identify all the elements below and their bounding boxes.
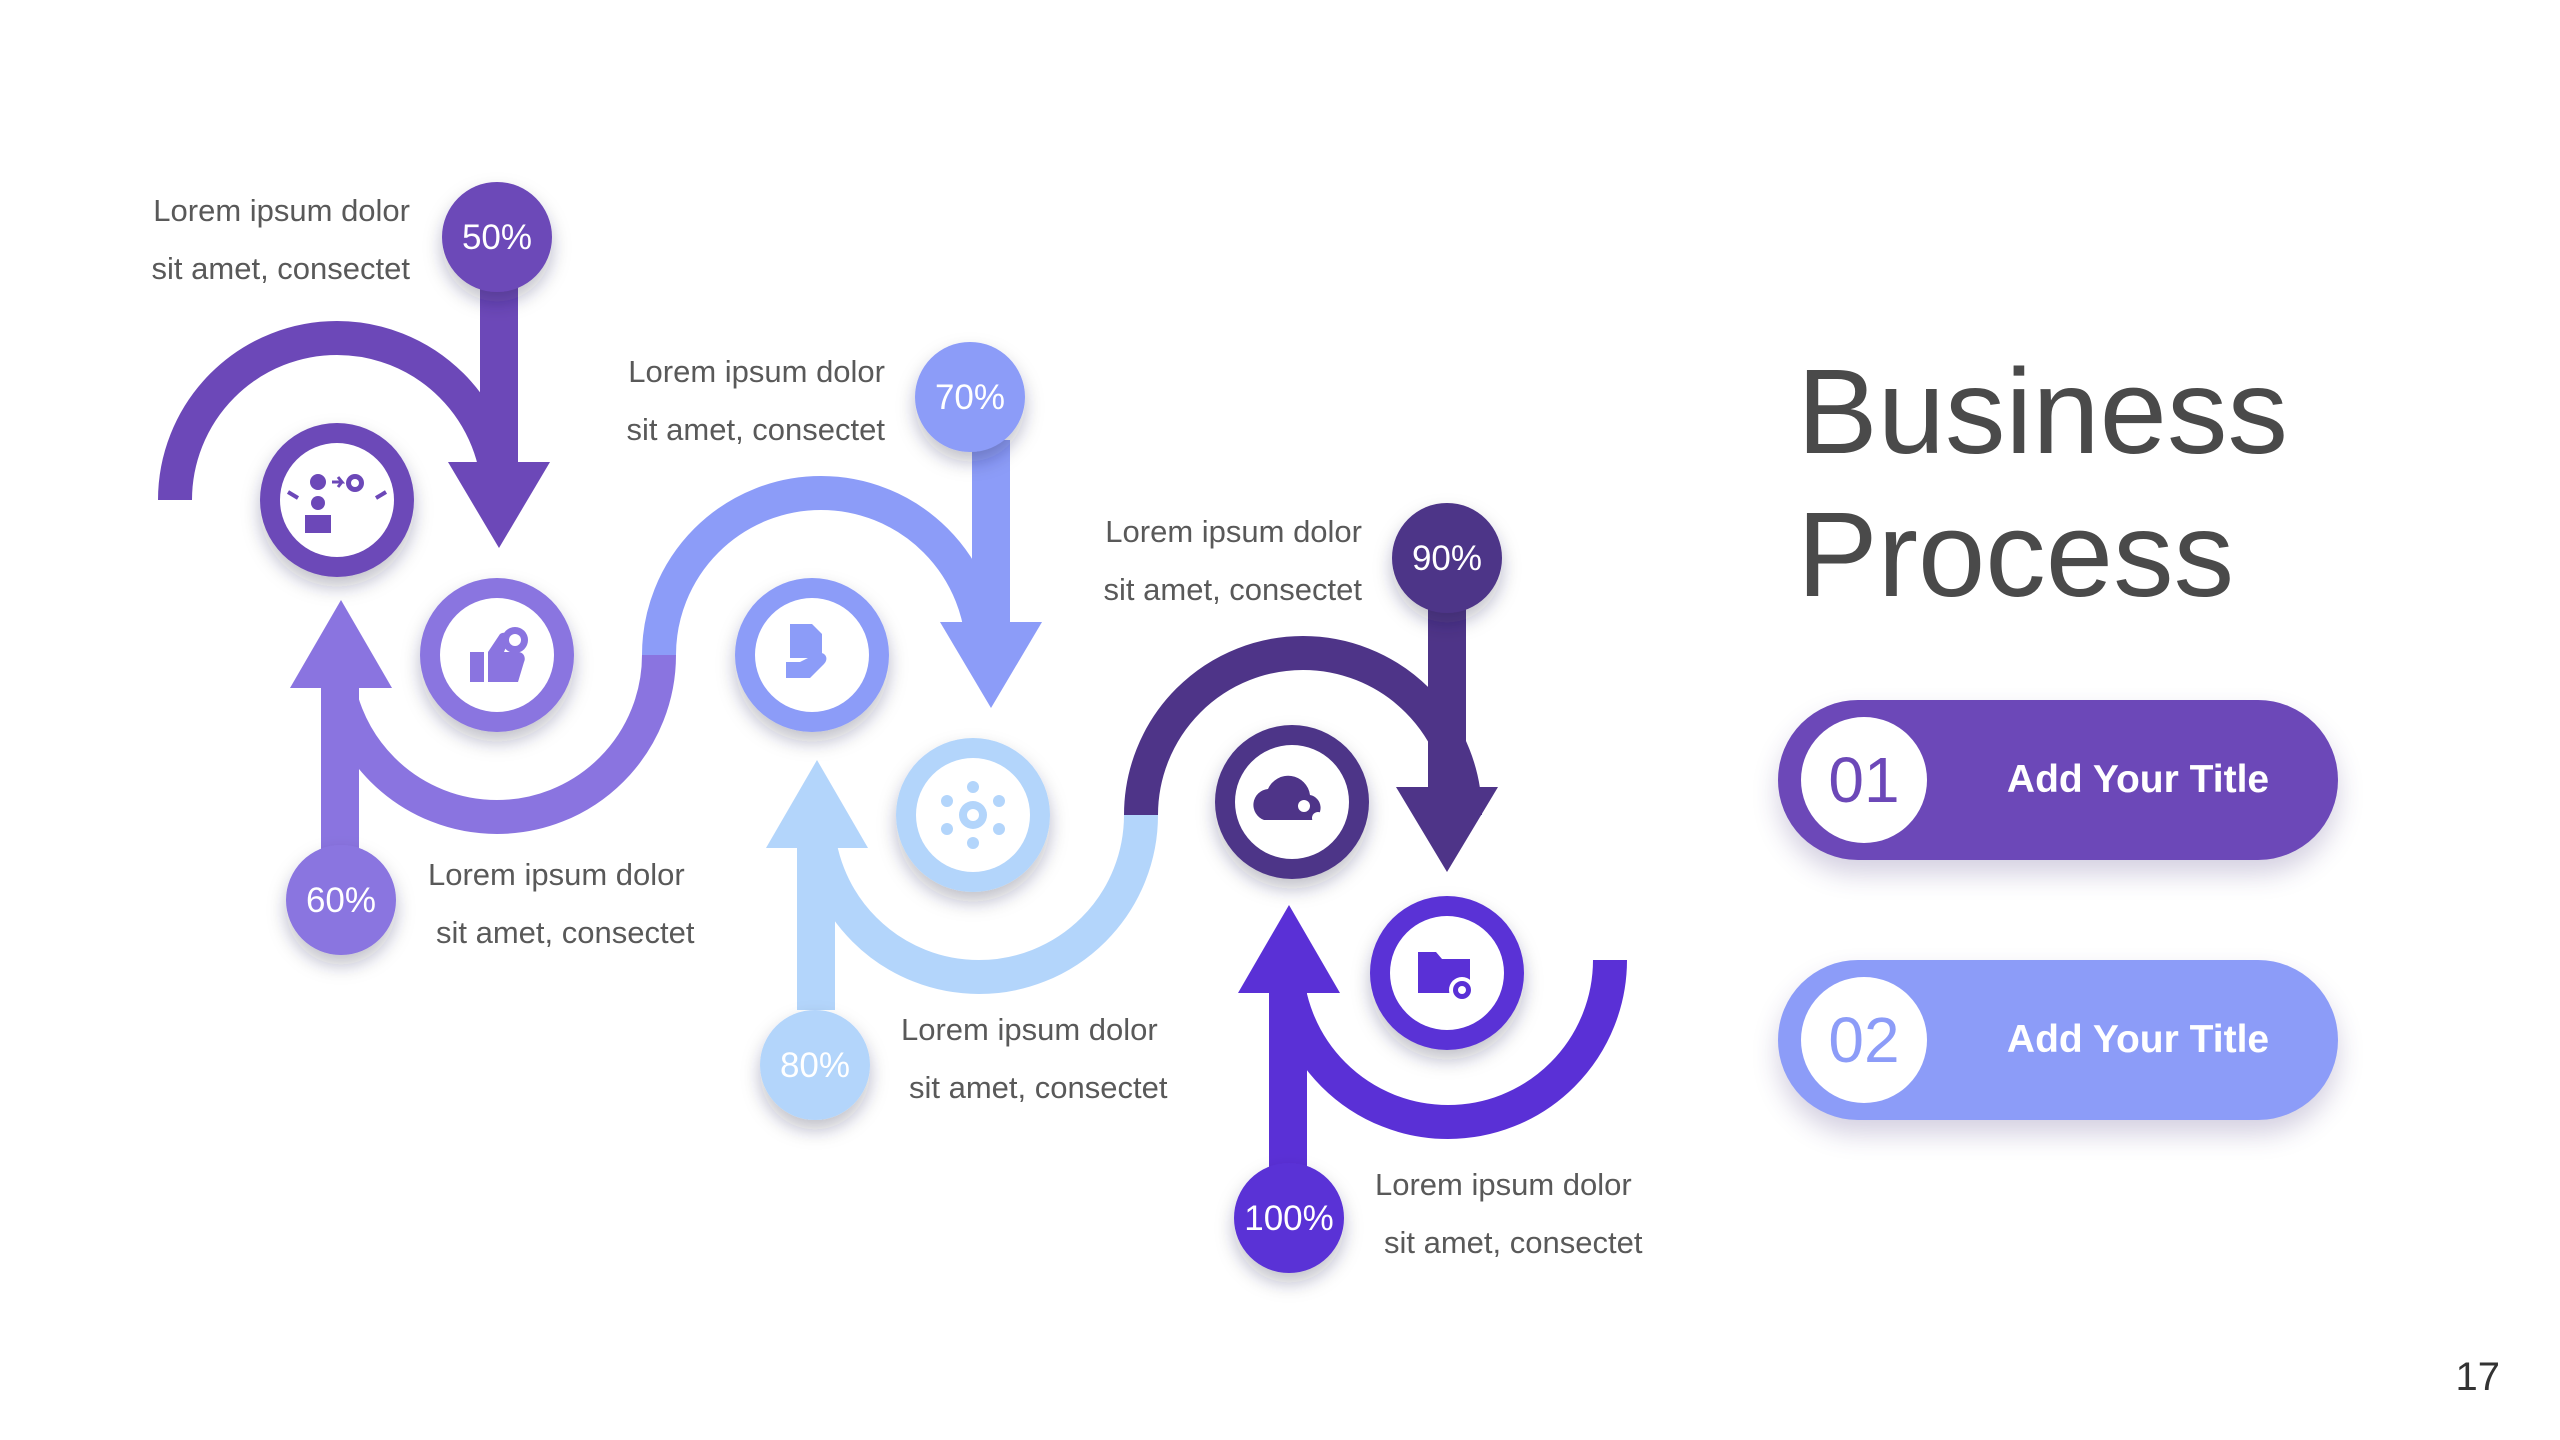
flow-arc-1 <box>158 276 550 548</box>
step-icon-circle-4 <box>896 738 1050 892</box>
flow-arc-3 <box>642 440 1042 708</box>
percent-label-2: 60% <box>306 881 376 920</box>
percent-label-4: 80% <box>780 1046 850 1085</box>
step-caption-1-line1: Lorem ipsum dolor <box>153 193 410 228</box>
step-caption-5-line2: sit amet, consectet <box>1104 572 1363 607</box>
item-title-2: Add Your Title <box>2006 1018 2270 1061</box>
step-icon-circle-3 <box>735 578 889 732</box>
page-title: Business Process <box>1797 340 2288 626</box>
step-caption-2-line2: sit amet, consectet <box>436 915 695 950</box>
step-caption-3-line2: sit amet, consectet <box>627 412 886 447</box>
flow-arc-2 <box>290 600 676 850</box>
percent-badge-2: 60% <box>286 845 396 955</box>
step-icon-circle-6 <box>1370 896 1524 1050</box>
folder-gear-icon <box>1418 952 1475 1003</box>
step-caption-4-line1: Lorem ipsum dolor <box>901 1012 1158 1047</box>
team-settings-icon <box>286 474 388 533</box>
flow-arc-4 <box>766 760 1158 1010</box>
item-card-1: 01 Add Your Title <box>1778 700 2338 860</box>
title-line-2: Process <box>1797 486 2235 622</box>
hand-document-icon <box>786 624 827 678</box>
cloud-share-icon <box>1253 775 1324 836</box>
percent-badge-5: 90% <box>1392 503 1502 613</box>
step-caption-1-line2: sit amet, consectet <box>152 251 411 286</box>
percent-badge-4: 80% <box>760 1010 870 1120</box>
step-caption-3-line1: Lorem ipsum dolor <box>628 354 885 389</box>
percent-label-5: 90% <box>1412 539 1482 578</box>
step-caption-6-line1: Lorem ipsum dolor <box>1375 1167 1632 1202</box>
step-caption-6-line2: sit amet, consectet <box>1384 1225 1643 1260</box>
step-caption-2-line1: Lorem ipsum dolor <box>428 857 685 892</box>
item-number-1: 01 <box>1801 717 1927 843</box>
step-caption-5-line1: Lorem ipsum dolor <box>1105 514 1362 549</box>
thumbs-up-gear-icon <box>470 627 528 682</box>
step-icon-circle-5 <box>1215 725 1369 879</box>
title-line-1: Business <box>1797 343 2288 479</box>
page-number: 17 <box>2455 1355 2501 1399</box>
item-card-2: 02 Add Your Title <box>1778 960 2338 1120</box>
percent-label-3: 70% <box>935 378 1005 417</box>
flow-arc-5 <box>1124 600 1498 872</box>
step-icon-circle-1 <box>260 423 414 577</box>
percent-label-1: 50% <box>462 218 532 257</box>
flow-arc-6 <box>1238 905 1627 1175</box>
percent-badge-1: 50% <box>442 182 552 292</box>
step-caption-4-line2: sit amet, consectet <box>909 1070 1168 1105</box>
network-gear-icon <box>941 781 1005 849</box>
percent-label-6: 100% <box>1244 1199 1334 1238</box>
item-number-2: 02 <box>1801 977 1927 1103</box>
item-title-1: Add Your Title <box>2006 758 2270 801</box>
percent-badge-3: 70% <box>915 342 1025 452</box>
percent-badge-6: 100% <box>1234 1163 1344 1273</box>
step-icon-circle-2 <box>420 578 574 732</box>
